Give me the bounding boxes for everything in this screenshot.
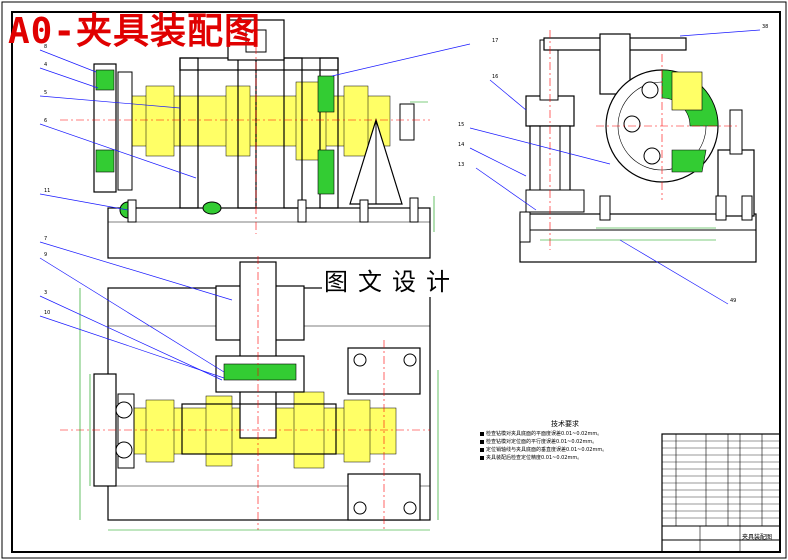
front-view <box>60 14 435 259</box>
side-view <box>519 30 757 263</box>
drawing-title: A0-夹具装配图 <box>8 11 262 52</box>
callout-label: 3 <box>44 290 48 296</box>
callout-label: 14 <box>458 142 465 148</box>
requirement-line: 检查钻模对定位面的平行度误差0.01~0.02mm。 <box>480 438 650 446</box>
requirement-line: 检查钻模对夹具底面的平面度误差0.01~0.02mm。 <box>480 430 650 438</box>
watermark-text: 图文设计 <box>322 262 462 297</box>
title-block-drawing-name: 夹具装配图 <box>742 534 773 541</box>
requirement-line: 夹具装配后检查定位精度0.01~0.02mm。 <box>480 454 650 462</box>
callout-label: 16 <box>492 74 499 80</box>
callout-label: 9 <box>44 252 48 258</box>
callout-label: 15 <box>458 122 465 128</box>
callout-label: 11 <box>44 188 51 194</box>
technical-requirements-heading: 技术要求 <box>551 420 579 428</box>
leader-lines <box>39 29 761 381</box>
callout-label: 6 <box>44 118 48 124</box>
drawing-frame <box>11 11 781 553</box>
callout-label: 17 <box>492 38 499 44</box>
callout-label: 13 <box>458 162 465 168</box>
callout-label: 49 <box>730 298 737 304</box>
callout-label: 10 <box>44 310 51 316</box>
top-view <box>60 256 439 531</box>
callout-label: 5 <box>44 90 48 96</box>
callout-label: 4 <box>44 62 48 68</box>
callout-label: 38 <box>762 24 769 30</box>
title-block <box>661 433 781 553</box>
technical-requirements: 技术要求 检查钻模对夹具底面的平面度误差0.01~0.02mm。 检查钻模对定位… <box>480 420 650 462</box>
requirement-line: 定位销轴线与夹具底面的垂直度误差0.01~0.02mm。 <box>480 446 650 454</box>
callout-label: 8 <box>44 44 48 50</box>
callout-label: 7 <box>44 236 48 242</box>
